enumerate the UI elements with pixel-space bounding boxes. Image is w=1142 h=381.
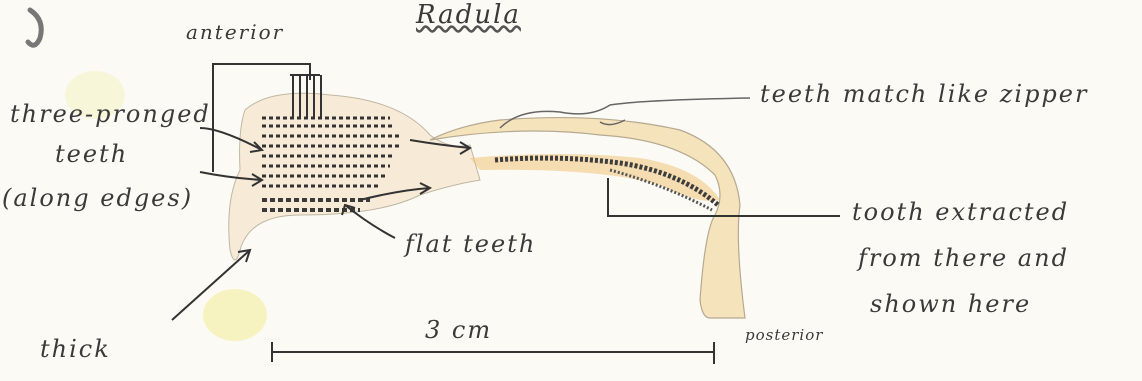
label-tooth-extracted-2: from there and (858, 244, 1069, 272)
label-anterior: anterior (186, 20, 284, 44)
paper-stain (203, 289, 267, 341)
label-thick: thick (40, 335, 111, 363)
diagram-title: Radula (416, 0, 521, 30)
label-tooth-extracted-1: tooth extracted (852, 198, 1069, 226)
label-teeth-match: teeth match like zipper (760, 80, 1088, 108)
label-three-pronged-2: teeth (55, 140, 128, 168)
radula-body (430, 118, 745, 318)
label-three-pronged-1: three-pronged (10, 100, 211, 128)
corner-smudge-icon (28, 10, 41, 45)
label-scale: 3 cm (425, 316, 492, 344)
label-posterior: posterior (745, 326, 823, 344)
label-flat-teeth: flat teeth (405, 230, 536, 258)
scale-bar (272, 342, 714, 364)
label-tooth-extracted-3: shown here (870, 290, 1031, 318)
label-three-pronged-3: (along edges) (2, 184, 193, 212)
